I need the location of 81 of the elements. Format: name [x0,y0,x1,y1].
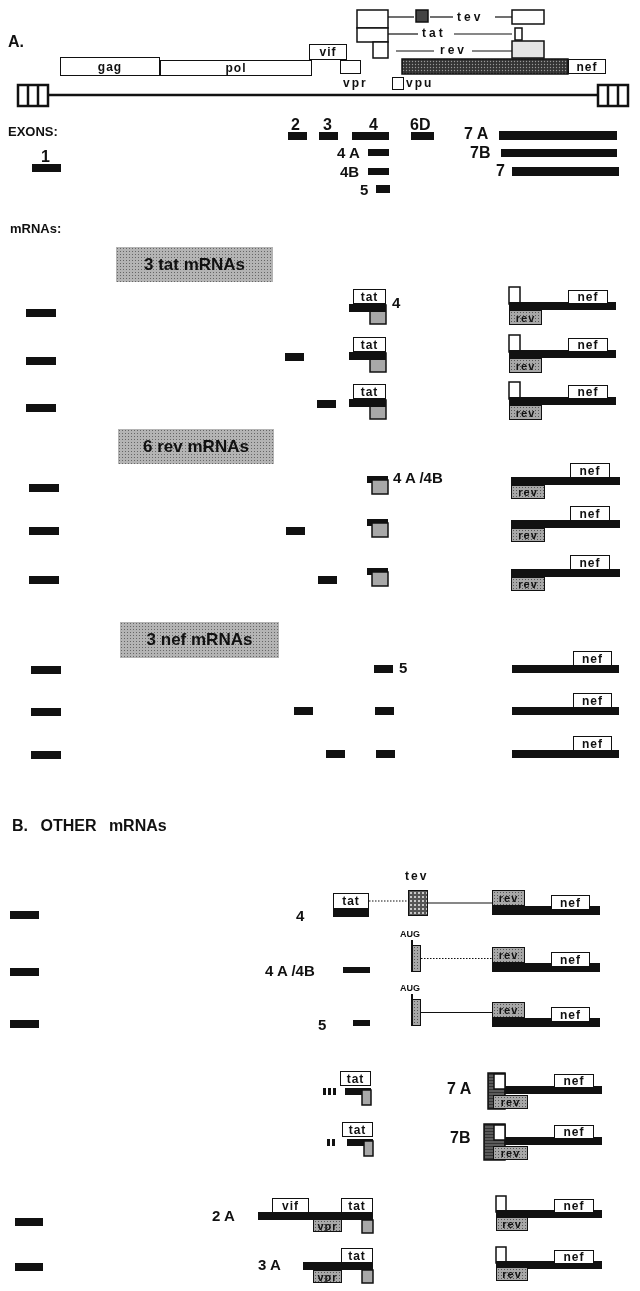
gene-box: rev [511,528,545,542]
gene-box: nef [570,506,610,521]
gene-box: rev [496,1217,528,1231]
gene-box: tat [340,1071,371,1086]
intron-line [420,957,493,960]
gene-box: nef [551,895,590,910]
exon-number: 7 [496,163,505,179]
exon-number: 5 [399,660,408,675]
gene-box: rev [493,1095,528,1109]
gene-box: rev [511,485,545,499]
gene-box: tat [353,384,386,399]
gene-label: vpu [406,77,434,89]
gene-box: nef [570,463,610,478]
exon-number: 6D [410,117,431,133]
gene-box: nef [568,385,608,399]
gene-box: tat [341,1198,373,1213]
exon-number: 2 [291,117,300,133]
exon-number: 5 [318,1017,327,1032]
exon-number: 4 [369,117,378,133]
gene-box: rev [492,890,525,906]
gene-box: vpr [313,1219,342,1232]
intron-line [368,900,409,902]
intron-line [420,1011,493,1014]
text-label: A. [8,34,24,50]
gene-box: rev [509,358,542,373]
exon-number: 4 A /4B [393,470,443,485]
gene-box: nef [554,1250,594,1264]
exon-number: 7B [470,145,491,161]
gene-box: rev [511,577,545,591]
gene-box: tat [353,337,386,352]
gene-box: nef [570,555,610,570]
gene-box: tat [342,1122,373,1137]
gene-box: rev [492,947,525,963]
intron-line [427,902,493,904]
gene-box: nef [551,1007,590,1022]
exon-number: 7B [450,1130,471,1146]
exon-number: 7 A [464,126,489,142]
gene-box: rev [509,405,542,420]
gene-box: tat [333,893,369,909]
text-label: EXONS: [8,125,58,138]
gene-box: nef [568,290,608,304]
exon-number: 1 [41,149,50,165]
gene-label: vpr [343,77,368,89]
gene-box: gag [60,57,160,76]
start-codon-label: AUG [400,984,420,993]
exon-number: 2 A [212,1208,235,1223]
gene-box: tat [341,1248,373,1263]
gene-box: nef [568,59,606,74]
gene-box: vpr [313,1270,342,1283]
exon-number: 5 [360,182,369,197]
gene-box: vif [309,44,347,60]
text-label: B. OTHER mRNAs [12,818,167,834]
gene-box: nef [573,651,612,666]
exon-number: 4 [392,295,401,310]
gene-box: nef [568,338,608,352]
exon-number: 4 [296,908,305,923]
start-codon-label: AUG [400,930,420,939]
gene-box: rev [496,1267,528,1281]
gene-box: rev [509,310,542,325]
gene-box: nef [573,736,612,751]
gene-box: nef [551,952,590,967]
gene-box: tat [353,289,386,304]
exon-number: 3 A [258,1257,281,1272]
exon-number: 3 [323,117,332,133]
gene-box: nef [554,1125,594,1139]
exon-number: 4B [340,164,360,179]
gene-box: nef [554,1199,594,1213]
gene-box: rev [492,1002,525,1018]
gene-label: tev [405,870,429,882]
title-band: 6 rev mRNAs [118,429,274,464]
gene-box: nef [554,1074,594,1088]
title-band: 3 tat mRNAs [116,247,273,282]
exon-number: 7 A [447,1081,472,1097]
text-label: mRNAs: [10,222,62,235]
gene-box: rev [493,1146,528,1160]
gene-box: pol [160,60,312,76]
title-band: 3 nef mRNAs [120,622,279,658]
gene-box: vif [272,1198,309,1213]
exon-number: 4 A [337,145,360,160]
exon-number: 4 A /4B [265,963,315,978]
gene-box: nef [573,693,612,708]
